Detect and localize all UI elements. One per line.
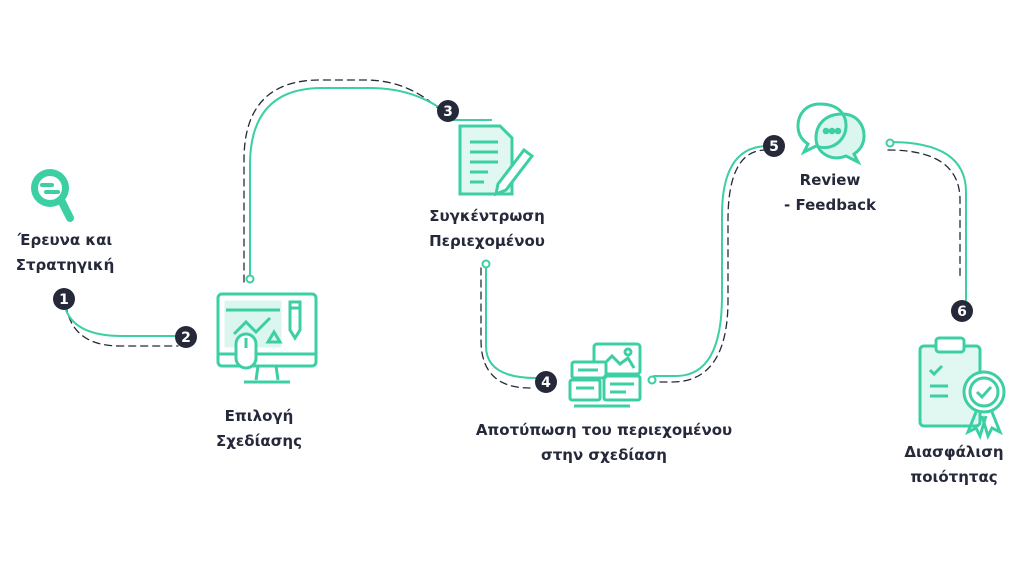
step-label-line: στην σχεδίαση — [541, 446, 667, 464]
step-label-1: Έρευνα και Στρατηγική — [0, 228, 130, 278]
computer-design-icon — [216, 292, 318, 384]
step-badge-2: 2 — [175, 326, 197, 348]
step-label-line: Συγκέντρωση — [429, 207, 545, 225]
clipboard-award-icon — [918, 336, 1006, 441]
endpoint-dot — [481, 259, 491, 269]
step-label-line: - Feedback — [784, 196, 876, 214]
step-label-line: Διασφάλιση — [904, 443, 1004, 461]
step-label-line: Έρευνα και — [17, 231, 113, 249]
step-label-line: Στρατηγική — [15, 256, 115, 274]
step-label-line: Επιλογή — [224, 407, 294, 425]
step-badge-1: 1 — [53, 288, 75, 310]
step-label-2: Επιλογή Σχεδίασης — [197, 404, 321, 454]
chat-bubbles-icon — [796, 102, 866, 166]
step-label-line: Review — [799, 171, 861, 189]
endpoint-dot — [885, 138, 895, 148]
step-label-line: Σχεδίασης — [216, 432, 302, 450]
step-label-line: ποιότητας — [910, 468, 998, 486]
step-number: 5 — [769, 139, 779, 155]
step-number: 2 — [181, 330, 191, 346]
document-pen-icon — [452, 119, 535, 197]
step-label-4: Αποτύπωση του περιεχομένου στην σχεδίαση — [454, 418, 754, 468]
connector-solid — [65, 87, 967, 379]
step-number: 6 — [957, 304, 967, 320]
step-badge-3: 3 — [437, 100, 459, 122]
step-label-5: Review - Feedback — [770, 168, 890, 218]
step-number: 4 — [541, 375, 551, 391]
step-number: 1 — [59, 292, 69, 308]
step-badge-5: 5 — [763, 135, 785, 157]
step-number: 3 — [443, 104, 453, 120]
content-layout-icon — [568, 342, 642, 408]
step-label-3: Συγκέντρωση Περιεχομένου — [412, 204, 562, 254]
connector-dashed — [65, 79, 961, 389]
step-label-6: Διασφάλιση ποιότητας — [888, 440, 1020, 490]
step-label-line: Περιεχομένου — [429, 232, 545, 250]
endpoint-dot — [245, 274, 255, 284]
magnifier-icon — [31, 169, 74, 222]
step-label-line: Αποτύπωση του περιεχομένου — [475, 421, 733, 439]
step-badge-4: 4 — [535, 371, 557, 393]
connector-path — [65, 79, 967, 389]
step-badge-6: 6 — [951, 300, 973, 322]
endpoint-dot — [647, 375, 657, 385]
